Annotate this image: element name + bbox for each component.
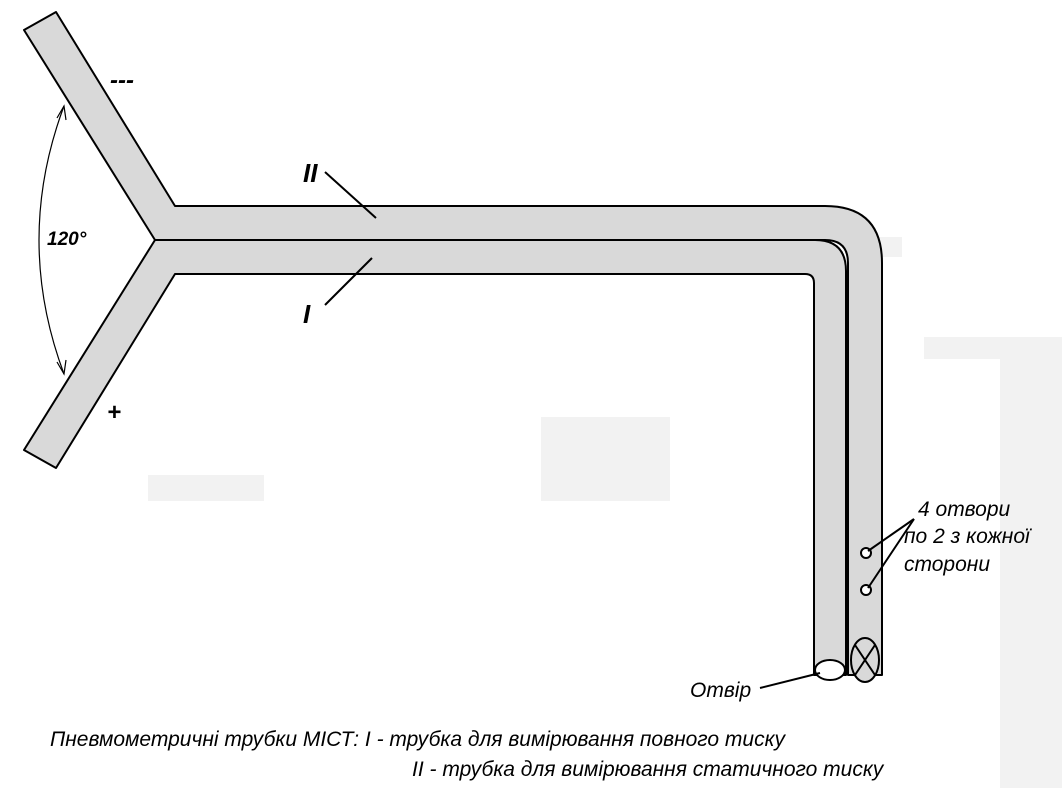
background-patch xyxy=(924,337,1062,359)
holes-label-line3: сторони xyxy=(904,553,990,576)
background-patch xyxy=(541,417,670,501)
leader-line-hole-lower xyxy=(867,518,915,589)
plus-label: + xyxy=(107,399,121,426)
angle-arrow-top xyxy=(56,104,67,121)
holes-label-line1: 4 отвори xyxy=(918,498,1011,521)
tube-two-label: II xyxy=(303,158,318,188)
angle-label: 120° xyxy=(47,229,87,250)
background-patch xyxy=(148,475,264,501)
leader-line-hole-upper xyxy=(867,518,915,552)
caption-line1: Пневмометричні трубки МІСТ: I - трубка д… xyxy=(50,728,787,751)
holes-label-line2: по 2 з кожної xyxy=(904,525,1032,548)
leader-line-opening xyxy=(759,672,821,689)
tube-one-total-pressure xyxy=(23,239,847,676)
background-patch xyxy=(1000,355,1062,788)
angle-arrow-bottom xyxy=(56,359,67,376)
tube-one-opening xyxy=(814,659,846,681)
closed-end-cross xyxy=(854,644,876,676)
opening-label: Отвір xyxy=(690,679,751,702)
tube-one-label: I xyxy=(303,299,311,329)
caption-line2: II - трубка для вимірювання статичного т… xyxy=(412,758,885,781)
leader-line-tube-two xyxy=(324,171,377,219)
tube-two-static-pressure xyxy=(23,11,883,676)
angle-arc xyxy=(38,105,65,375)
leader-line-tube-one xyxy=(324,257,373,306)
minus-label: --- xyxy=(110,67,134,94)
background-patch xyxy=(880,237,902,257)
